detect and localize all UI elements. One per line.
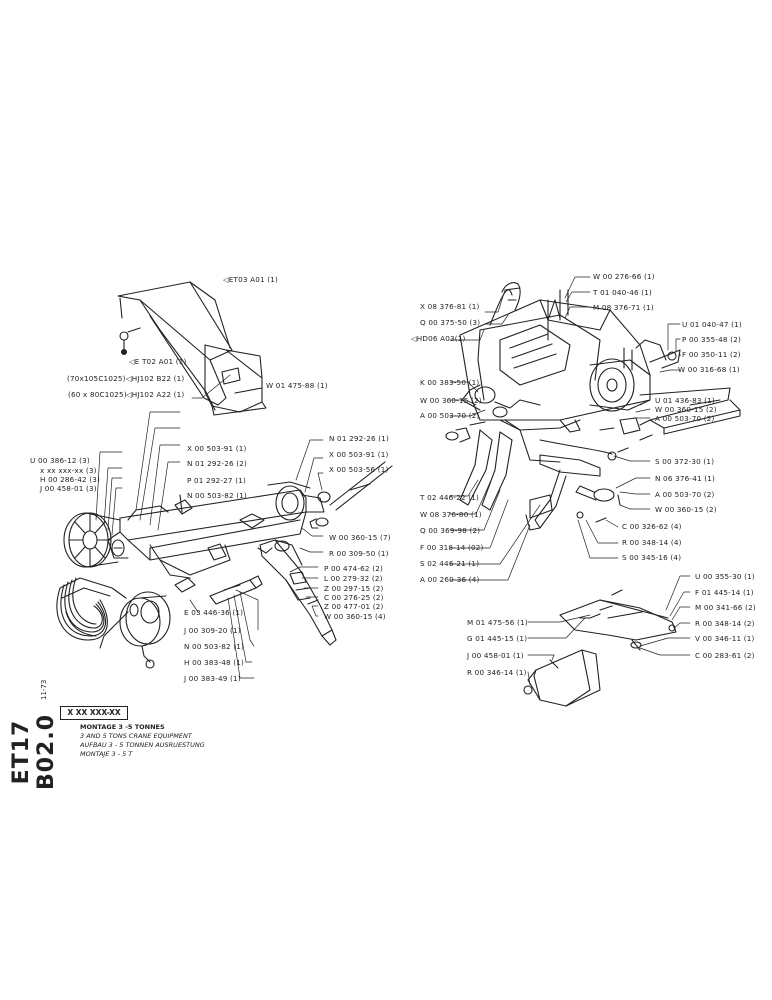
part-label: Z 00 297-15 (2): [324, 584, 384, 593]
part-label: H 00 383-48 (1): [184, 658, 245, 667]
part-label: A 00 503-70 (2): [655, 414, 715, 423]
part-label: T 02 446-22 (1): [420, 493, 480, 502]
part-label: P 00 474-62 (2): [324, 564, 383, 573]
part-label: Q 00 369-98 (2): [420, 526, 481, 535]
part-label: N 01 292-26 (1): [329, 434, 390, 443]
part-label: N 00 503-82 (1): [187, 491, 248, 500]
part-label: R 00 348-14 (4): [622, 538, 682, 547]
part-label: C 00 326-62 (4): [622, 522, 682, 531]
part-label: M 01 475-56 (1): [467, 618, 528, 627]
part-label: W 00 360-15 (4): [324, 612, 386, 621]
part-reference-box: X XX XXX-XX: [60, 706, 128, 720]
jib-arm-assembly: [107, 461, 393, 646]
part-label: H 00 286-42 (3): [40, 475, 101, 484]
part-label: A 00 503-70 (2): [420, 411, 480, 420]
leader-lines: [95, 276, 691, 686]
part-label: N 01 292-26 (2): [187, 459, 248, 468]
part-label: V 00 346-11 (1): [695, 634, 755, 643]
title-de: AUFBAU 3 - 5 TONNEN AUSRUESTUNG: [80, 741, 205, 749]
part-label: F 01 445-14 (1): [695, 588, 754, 597]
part-label: A 00 260-36 (4): [420, 575, 480, 584]
part-label: T 01 040-46 (1): [593, 288, 653, 297]
part-label: J 00 383-49 (1): [184, 674, 241, 683]
part-label: X 00 503-91 (1): [187, 444, 247, 453]
part-label: Z 00 477-01 (2): [324, 602, 384, 611]
part-label: C 00 276-25 (2): [324, 593, 384, 602]
part-label: F 00 318-14 (02): [420, 543, 484, 552]
part-label: R 00 309-50 (1): [329, 549, 389, 558]
document-date: 11-73: [40, 679, 48, 700]
part-label: R 00 348-14 (2): [695, 619, 755, 628]
part-label: X 00 503-56 (1): [329, 465, 389, 474]
document-code: ET17 B02.0: [9, 713, 59, 791]
part-label: U 00 355-30 (1): [695, 572, 755, 581]
part-label: U 01 040-47 (1): [682, 320, 742, 329]
part-label: W 00 360-15 (2): [655, 505, 717, 514]
title-block: X XX XXX-XX MONTAGE 3 -5 TONNES 3 AND 5 …: [60, 706, 220, 774]
part-label: J 00 309-20 (1): [184, 626, 241, 635]
part-label: U 00 386-12 (3): [30, 456, 90, 465]
part-label: C 00 283-61 (2): [695, 651, 755, 660]
label-hj102a22: ◁HJ102 A22 (1): [126, 390, 185, 399]
part-label: N 00 503-82 (1): [184, 642, 245, 651]
part-label: M 00 341-66 (2): [695, 603, 756, 612]
part-label: U 01 436-83 (1): [655, 396, 715, 405]
part-label: x xx xxx-xx (3): [40, 466, 97, 475]
part-label: P 01 292-27 (1): [187, 476, 246, 485]
part-label: J 00 458-01 (3): [40, 484, 97, 493]
label-hj102a22-dim: (60 x 80C1025): [68, 390, 127, 399]
label-hj102b22-dim: (70x105C1025): [67, 374, 126, 383]
title-en: 3 AND 5 TONS CRANE EQUIPMENT: [80, 732, 192, 740]
label-hj102b22: ◁HJ102 B22 (1): [126, 374, 185, 383]
cover-assembly: [523, 589, 677, 707]
part-label: S 02 446-21 (1): [420, 559, 480, 568]
part-label: Q 00 375-50 (3): [420, 318, 481, 327]
title-fr: MONTAGE 3 -5 TONNES: [80, 723, 165, 731]
label-et03: ◁ET03 A01 (1): [223, 275, 279, 284]
part-label: K 00 383-50 (1): [420, 378, 480, 387]
part-label: P 00 355-48 (2): [682, 335, 741, 344]
title-es: MONTAJE 3 - 5 T: [80, 750, 133, 758]
part-label: E 03 446-36 (1): [184, 608, 244, 617]
part-label: R 00 346-14 (1): [467, 668, 527, 677]
part-label: W 00 360-15 (2): [655, 405, 717, 414]
label-w01: W 01 475-88 (1): [266, 381, 328, 390]
part-label: A 00 503-70 (2): [655, 490, 715, 499]
part-label: S 00 372-30 (1): [655, 457, 715, 466]
pulley-wheel: [63, 512, 125, 568]
part-label: L 00 279-32 (2): [324, 574, 383, 583]
part-label: W 00 276-66 (1): [593, 272, 655, 281]
engine-block: [445, 282, 741, 531]
part-label: W 00 360-15 (2): [420, 396, 482, 405]
crane-assembly: [117, 281, 267, 416]
part-label: X 08 376-81 (1): [420, 302, 480, 311]
part-label: F 00 350-11 (2): [682, 350, 741, 359]
part-label: S 00 345-16 (4): [622, 553, 682, 562]
part-label: G 01 445-15 (1): [467, 634, 528, 643]
part-label: W 00 316-68 (1): [678, 365, 740, 374]
part-label: W 08 376-80 (1): [420, 510, 482, 519]
part-label: J 00 458-01 (1): [467, 651, 524, 660]
cable-coil-and-winch: [56, 577, 171, 669]
part-label: W 00 360-15 (7): [329, 533, 391, 542]
part-label: M 08 376-71 (1): [593, 303, 654, 312]
part-label: X 00 503-91 (1): [329, 450, 389, 459]
label-et02: ◁E T02 A01 (1): [129, 357, 187, 366]
part-label: N 06 376-41 (1): [655, 474, 716, 483]
part-label: ◁HD06 A03(1): [411, 334, 466, 343]
